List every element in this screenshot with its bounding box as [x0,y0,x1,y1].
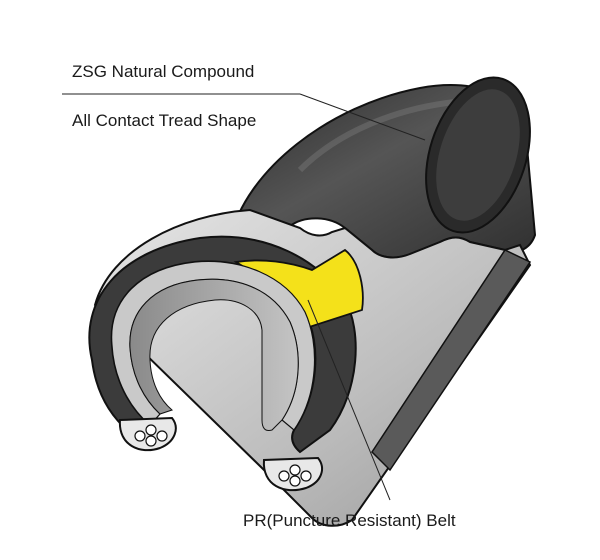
callout-belt-line [307,299,391,501]
callout-lines [62,93,426,501]
label-zsg-compound: ZSG Natural Compound [72,62,255,81]
callout-compound-line [299,93,426,141]
cross-section [88,235,364,492]
tread-layer [228,76,537,259]
label-tread-shape: All Contact Tread Shape [72,111,257,130]
label-puncture-belt: PR(Puncture Resistant) Belt [243,511,456,530]
